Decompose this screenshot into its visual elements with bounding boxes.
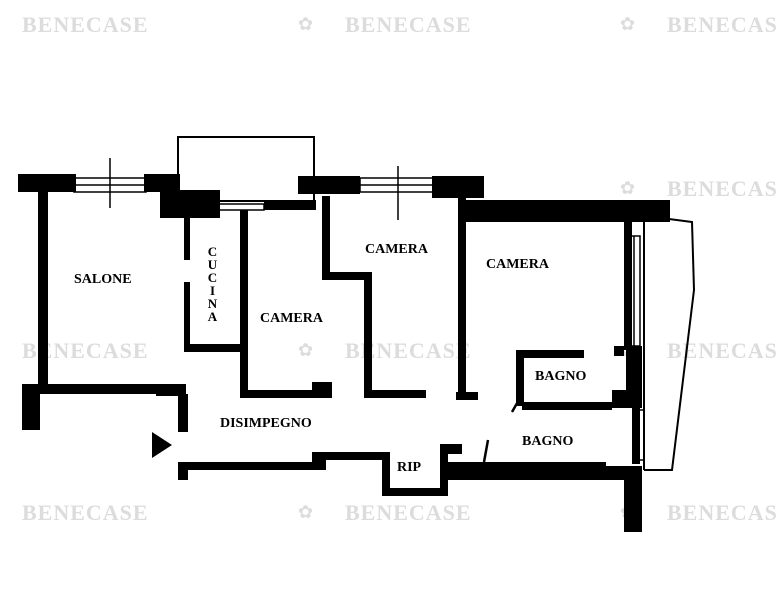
room-label-camera-3: CAMERA — [486, 257, 549, 272]
room-label-disimpegno: DISIMPEGNO — [220, 416, 312, 431]
room-label-salone: SALONE — [74, 272, 132, 287]
wall-bottom-corridor-left-post — [178, 462, 188, 480]
wall-top-right — [464, 200, 670, 222]
wall-bottom-salone-end — [156, 384, 186, 396]
wall-bottom-bagno2 — [446, 462, 606, 480]
room-label-camera-2: CAMERA — [365, 242, 428, 257]
wall-bagno1-left — [516, 350, 524, 406]
wall-bottom-corridor-left — [178, 462, 318, 470]
wall-rip-bottom — [382, 488, 446, 496]
wall-camera2-right — [458, 196, 466, 396]
door-bagno2 — [482, 439, 490, 463]
watermark-logo-icon: ✿ — [620, 14, 636, 35]
watermark-logo-icon: ✿ — [298, 14, 314, 35]
wall-camera1-bottom — [240, 390, 312, 398]
watermark-text: BENECASE — [667, 176, 777, 201]
wall-top-kitchen-right — [264, 200, 316, 210]
wall-top-mid-left — [298, 176, 360, 194]
room-label-cucina: CUCINA — [205, 244, 220, 322]
wall-bagno-right-block — [612, 390, 642, 408]
wall-top-salone-left — [18, 174, 76, 192]
wall-rip-left — [382, 452, 390, 494]
balcony-top — [177, 136, 315, 202]
balcony-right — [644, 215, 696, 471]
wall-camera2-bottom — [364, 390, 426, 398]
window-markers — [109, 158, 399, 220]
doors — [482, 397, 522, 463]
wall-right-lower — [632, 404, 640, 464]
watermark-text: BENECASE — [667, 12, 777, 37]
watermark-logo-icon: ✿ — [620, 178, 636, 199]
wall-bottom-salone — [38, 384, 186, 394]
room-label-camera-1: CAMERA — [260, 311, 323, 326]
wall-left-bottom-block — [22, 384, 40, 430]
watermark-text: BENECASE — [345, 500, 472, 525]
wall-rip-top-right — [440, 444, 462, 454]
wall-kitchen-right — [240, 210, 248, 396]
wall-kitchen-bottom — [184, 344, 244, 352]
watermark-text: BENECASE — [667, 500, 777, 525]
door-bagno1 — [510, 397, 522, 413]
wall-top-salone-right — [144, 174, 180, 192]
wall-bagno1-top — [518, 350, 584, 358]
room-label-rip: RIP — [397, 460, 422, 475]
wall-top-right-end — [640, 200, 670, 216]
wall-camera1-bottom-block — [312, 382, 332, 398]
wall-top-kitchen — [160, 190, 220, 218]
watermark-logo-icon: ✿ — [298, 502, 314, 523]
wall-top-mid-right — [432, 176, 484, 198]
wall-left-salone — [38, 190, 48, 386]
wall-bagno1-bottom — [522, 402, 612, 410]
wall-entry-post — [178, 394, 188, 432]
wall-camera2-step — [322, 272, 370, 280]
window-kitchen — [217, 203, 265, 211]
wall-kitchen-left-top — [184, 218, 190, 260]
watermark-text: BENECASE — [22, 500, 149, 525]
wall-camera2-right-foot — [456, 392, 478, 400]
wall-bottom-corridor-mid — [318, 452, 388, 460]
wall-kitchen-left-bottom — [184, 282, 190, 346]
entrance-arrow-icon — [152, 432, 172, 458]
wall-rip-right — [440, 444, 448, 496]
room-label-bagno-2: BAGNO — [522, 434, 574, 449]
walls — [18, 174, 670, 532]
watermark-text: BENECASE — [22, 12, 149, 37]
watermark-logo-icon: ✿ — [298, 340, 314, 361]
watermark-text: BENECASE — [345, 12, 472, 37]
wall-camera2-left — [364, 272, 372, 398]
room-label-bagno-1: BAGNO — [535, 369, 587, 384]
wall-bagno-right-column — [626, 346, 642, 402]
wall-bagno1-right-top — [614, 346, 624, 356]
wall-camera1-right — [322, 196, 330, 276]
wall-bottom-right-column — [624, 466, 642, 532]
